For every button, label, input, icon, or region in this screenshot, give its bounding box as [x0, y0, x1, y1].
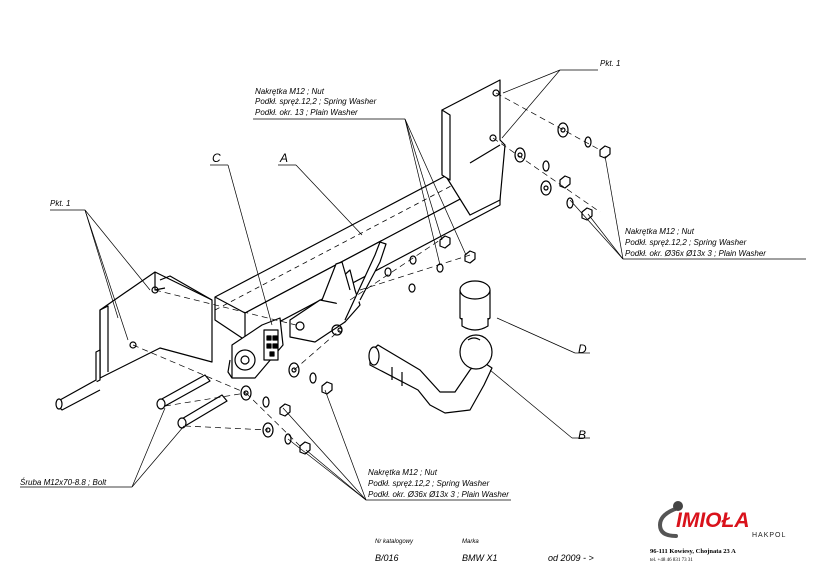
- right-note-line2: Podkł. spręż.12,2 ; Spring Washer: [625, 238, 747, 247]
- year-value: od 2009 - >: [548, 553, 594, 563]
- bottom-note-line1: Nakrętka M12 ; Nut: [368, 468, 438, 477]
- company-phone: tel. +48 46 831 73 31: [650, 558, 693, 563]
- catalog-value: B/016: [375, 553, 399, 563]
- tow-ball-arm: [368, 334, 493, 414]
- bottom-note-line2: Podkł. spręż.12,2 ; Spring Washer: [368, 479, 490, 488]
- bottom-note-line3: Podkł. okr. Ø36x Ø13x 3 ; Plain Washer: [368, 490, 509, 499]
- catalog-label: Nr katalogowy: [375, 539, 414, 545]
- socket-plate: [227, 317, 284, 379]
- brand-name: IMIOŁA: [676, 509, 750, 532]
- part-label-d: D: [578, 342, 587, 356]
- tow-hook-logo-icon: [657, 501, 683, 538]
- pkt-label-left: Pkt. 1: [50, 199, 70, 208]
- part-label-b: B: [578, 428, 586, 442]
- make-value: BMW X1: [462, 553, 498, 563]
- left-mounting-bracket: [55, 271, 213, 411]
- company-address: 96-111 Kowiesy, Chojnata 23 A: [650, 548, 736, 555]
- right-mounting-bracket: [441, 79, 506, 216]
- leader-lines: [20, 69, 806, 501]
- pkt-label-top-right: Pkt. 1: [600, 59, 620, 68]
- part-label-a: A: [279, 151, 288, 165]
- bolt-note: Śruba M12x70-8.8 ; Bolt: [20, 478, 107, 487]
- top-note-line2: Podkł. spręż.12,2 ; Spring Washer: [255, 97, 377, 106]
- top-note-line1: Nakrętka M12 ; Nut: [255, 87, 325, 96]
- right-note-line1: Nakrętka M12 ; Nut: [625, 227, 695, 236]
- part-label-c: C: [212, 151, 221, 165]
- top-note-line3: Podkł. okr. 13 ; Plain Washer: [255, 108, 358, 117]
- assembly-lines: [132, 92, 601, 447]
- ball-cover-cap: [459, 280, 491, 331]
- brand-sub: HAKPOL: [752, 532, 786, 539]
- hakpol-logo: IMIOŁA HAKPOL 96-111 Kowiesy, Chojnata 2…: [650, 501, 786, 563]
- make-label: Marka: [462, 539, 479, 545]
- ball-holder-support: [289, 241, 387, 343]
- right-note-line3: Podkł. okr. Ø36x Ø13x 3 ; Plain Washer: [625, 249, 766, 258]
- bolts: [156, 374, 228, 429]
